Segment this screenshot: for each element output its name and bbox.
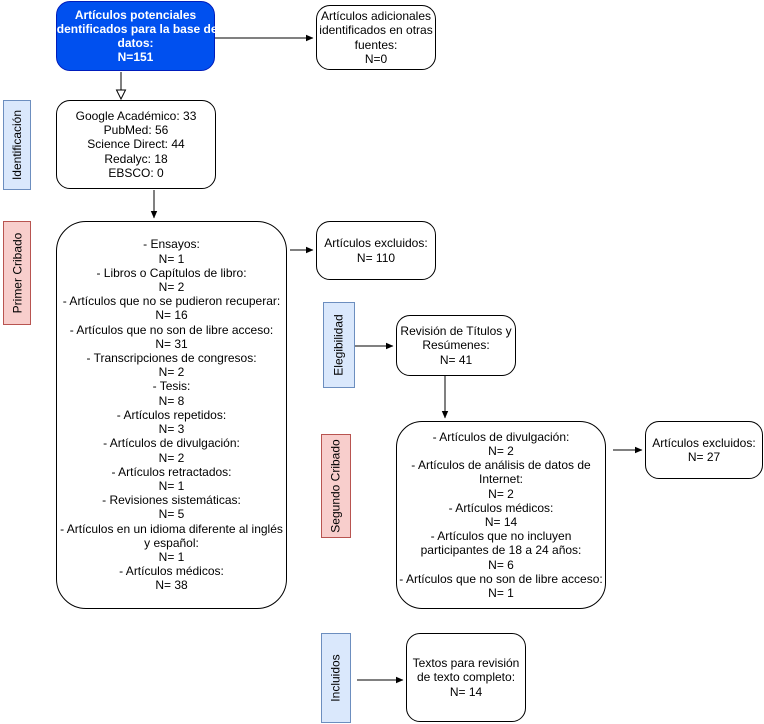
stage-label-identificacion: Identificación <box>3 100 31 190</box>
potential-articles-box: Artículos potenciales identificados para… <box>53 1 218 71</box>
stage-label-incluidos: Incluidos <box>321 633 351 723</box>
titles-abstracts-review-box: Revisión de Títulos y Resúmenes: N= 41 <box>396 315 516 376</box>
first-screening-box: - Ensayos: N= 1 - Libros o Capítulos de … <box>56 221 287 609</box>
stage-label-primer-cribado: Primer Cribado <box>3 221 31 325</box>
stage-label-segundo-cribado: Segundo Cribado <box>321 434 351 538</box>
database-sources-box: Google Académico: 33 PubMed: 56 Science … <box>56 100 216 189</box>
full-text-review-box: Textos para revisión de texto completo: … <box>406 633 526 722</box>
excluded-articles-box-2: Artículos excluidos: N= 27 <box>645 421 763 479</box>
arrow-potential-to-sources-head <box>115 89 127 101</box>
additional-articles-box: Artículos adicionales identificados en o… <box>316 5 436 70</box>
stage-label-elegibilidad: Elegibilidad <box>323 302 355 388</box>
excluded-articles-box-1: Artículos excluidos: N= 110 <box>316 221 436 280</box>
second-screening-box: - Artículos de divulgación: N= 2 - Artíc… <box>396 421 606 609</box>
